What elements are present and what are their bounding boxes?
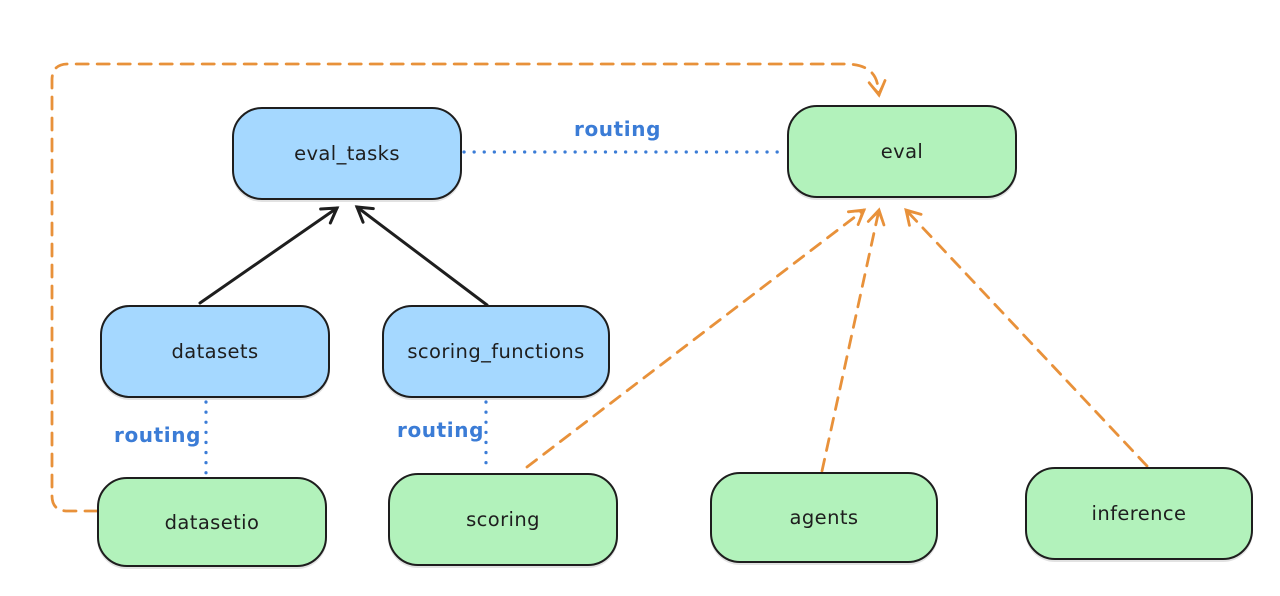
node-scoring: scoring [388,473,618,566]
edge-scoring-functions-to-eval-tasks [354,205,489,307]
edge-datasets-to-eval-tasks [198,206,340,305]
edge-label-routing-scoring-functions-scoring: routing [396,418,484,442]
edge-label-routing-eval-tasks-eval: routing [573,117,661,141]
edge-datasetio-to-eval-loop [50,62,887,513]
node-eval-label: eval [880,140,924,163]
node-datasets: datasets [100,305,330,398]
node-datasetio-label: datasetio [164,510,260,534]
node-datasets-label: datasets [171,340,259,363]
edge-agents-to-eval [820,207,886,473]
node-scoring-functions-label: scoring_functions [407,340,585,363]
node-scoring-label: scoring [466,508,540,531]
node-inference-label: inference [1091,502,1187,525]
edge-scoring-to-eval [525,208,867,469]
edge-label-routing-datasets-datasetio: routing [113,423,201,447]
edge-inference-to-eval [904,208,1149,468]
node-datasetio: datasetio [97,477,327,567]
node-inference: inference [1025,467,1253,560]
node-eval-tasks-label: eval_tasks [294,142,400,165]
node-scoring-functions: scoring_functions [382,305,610,398]
node-agents: agents [710,472,938,563]
node-eval-tasks: eval_tasks [232,107,462,200]
node-agents-label: agents [789,506,859,529]
node-eval: eval [787,105,1017,198]
